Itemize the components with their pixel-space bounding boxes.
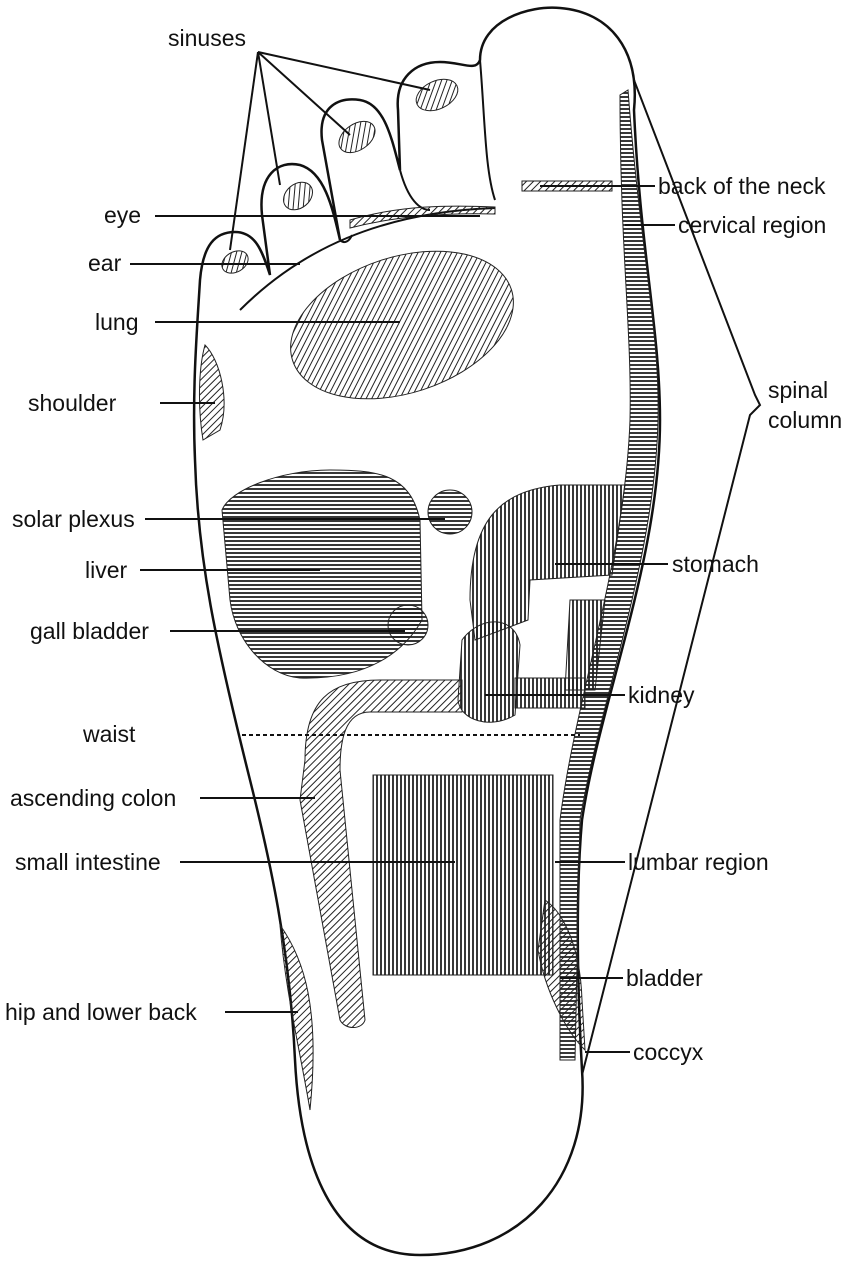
- gall-bladder-zone: [388, 605, 428, 645]
- kidney-zone: [458, 622, 520, 722]
- label-lumbar-region: lumbar region: [628, 849, 769, 875]
- label-column: column: [768, 407, 842, 433]
- label-back-of-neck: back of the neck: [658, 173, 826, 199]
- label-sinuses: sinuses: [168, 25, 246, 51]
- label-gall-bladder: gall bladder: [30, 618, 149, 644]
- label-bladder: bladder: [626, 965, 703, 991]
- label-waist: waist: [82, 721, 136, 747]
- solar-plexus-zone: [428, 490, 472, 534]
- label-spinal: spinal: [768, 377, 828, 403]
- kidney-zone-right: [515, 678, 585, 708]
- label-solar-plexus: solar plexus: [12, 506, 135, 532]
- label-small-intestine: small intestine: [15, 849, 161, 875]
- label-liver: liver: [85, 557, 128, 583]
- label-coccyx: coccyx: [633, 1039, 704, 1065]
- label-shoulder: shoulder: [28, 390, 117, 416]
- liver-zone: [222, 470, 422, 678]
- label-cervical-region: cervical region: [678, 212, 826, 238]
- label-ear: ear: [88, 250, 122, 276]
- label-ascending-colon: ascending colon: [10, 785, 176, 811]
- label-hip-lower-back: hip and lower back: [5, 999, 197, 1025]
- label-lung: lung: [95, 309, 138, 335]
- label-kidney: kidney: [628, 682, 695, 708]
- label-stomach: stomach: [672, 551, 759, 577]
- small-intestine-zone: [373, 775, 553, 975]
- label-eye: eye: [104, 202, 141, 228]
